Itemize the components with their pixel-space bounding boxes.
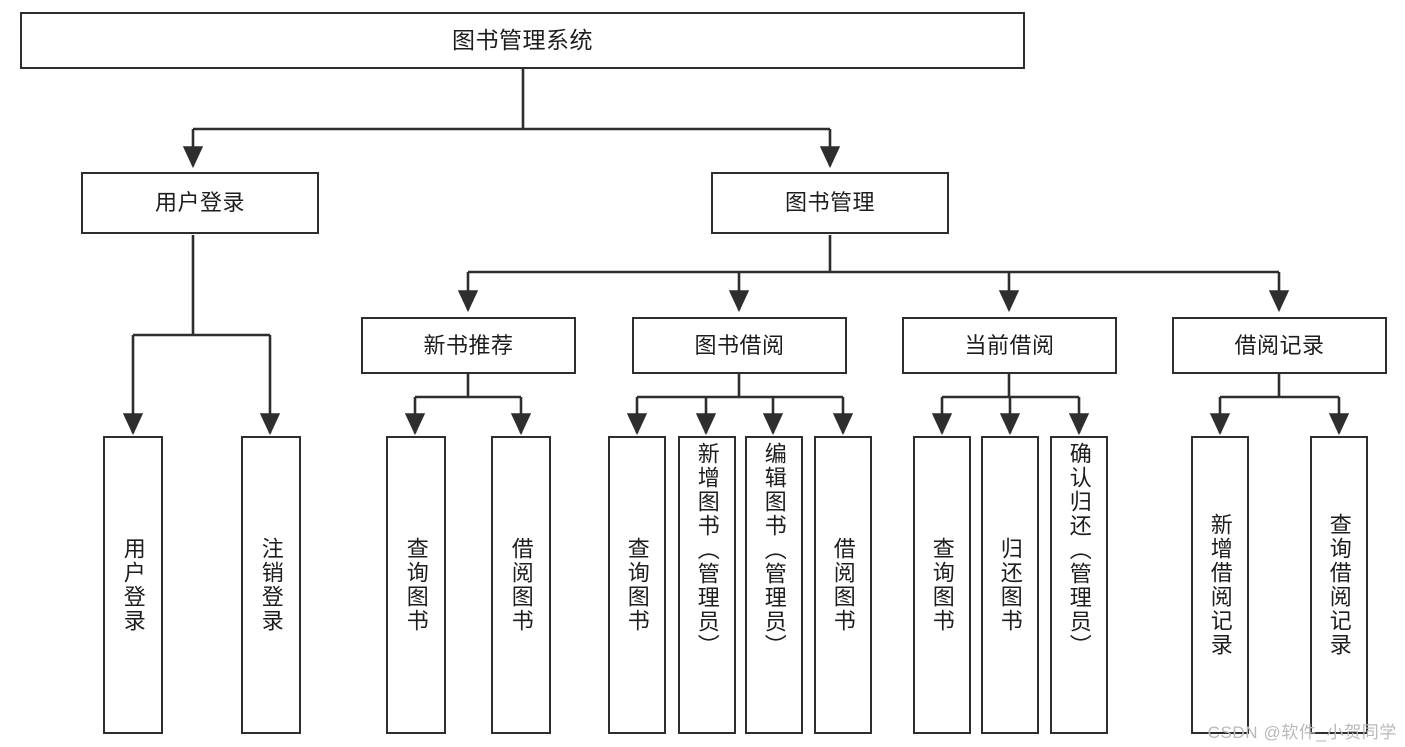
node-borrow-record[interactable]: 借阅记录 xyxy=(1172,317,1387,374)
leaf-user-login[interactable]: 用户登录 xyxy=(103,436,163,734)
leaf-query-book-3[interactable]: 查询图书 xyxy=(913,436,971,734)
leaf-query-record-label: 查询借阅记录 xyxy=(1326,513,1352,657)
leaf-query-book-2-label: 查询图书 xyxy=(624,537,650,633)
node-root[interactable]: 图书管理系统 xyxy=(20,12,1025,69)
leaf-edit-book-label: 编辑图书（管理员） xyxy=(761,442,787,658)
node-root-label: 图书管理系统 xyxy=(452,27,593,54)
node-user-login-label: 用户登录 xyxy=(154,190,245,216)
node-book-manage-label: 图书管理 xyxy=(784,190,875,216)
leaf-query-book-1-label: 查询图书 xyxy=(403,537,429,633)
leaf-add-record[interactable]: 新增借阅记录 xyxy=(1191,436,1249,734)
leaf-add-book-label: 新增图书（管理员） xyxy=(694,442,720,658)
leaf-query-record[interactable]: 查询借阅记录 xyxy=(1310,436,1368,734)
leaf-borrow-book-2-label: 借阅图书 xyxy=(830,537,856,633)
watermark: CSDN @软件_小贺同学 xyxy=(1207,723,1397,742)
node-user-login[interactable]: 用户登录 xyxy=(81,172,319,234)
leaf-confirm-return-label: 确认归还（管理员） xyxy=(1066,442,1092,658)
leaf-borrow-book-1[interactable]: 借阅图书 xyxy=(491,436,551,734)
leaf-query-book-2[interactable]: 查询图书 xyxy=(608,436,666,734)
node-book-borrow[interactable]: 图书借阅 xyxy=(632,317,847,374)
leaf-add-book[interactable]: 新增图书（管理员） xyxy=(678,436,736,734)
leaf-user-login-label: 用户登录 xyxy=(120,537,146,633)
node-new-book-recommend[interactable]: 新书推荐 xyxy=(361,317,576,374)
leaf-borrow-book-1-label: 借阅图书 xyxy=(508,537,534,633)
leaf-query-book-1[interactable]: 查询图书 xyxy=(386,436,446,734)
leaf-borrow-book-2[interactable]: 借阅图书 xyxy=(814,436,872,734)
leaf-query-book-3-label: 查询图书 xyxy=(929,537,955,633)
leaf-logout[interactable]: 注销登录 xyxy=(241,436,301,734)
leaf-logout-label: 注销登录 xyxy=(258,537,284,633)
node-new-book-recommend-label: 新书推荐 xyxy=(423,332,514,358)
node-current-borrow-label: 当前借阅 xyxy=(964,332,1055,358)
node-borrow-record-label: 借阅记录 xyxy=(1234,332,1325,358)
node-current-borrow[interactable]: 当前借阅 xyxy=(902,317,1117,374)
leaf-edit-book[interactable]: 编辑图书（管理员） xyxy=(745,436,803,734)
leaf-return-book[interactable]: 归还图书 xyxy=(981,436,1039,734)
node-book-borrow-label: 图书借阅 xyxy=(694,332,785,358)
node-book-manage[interactable]: 图书管理 xyxy=(711,172,949,234)
leaf-add-record-label: 新增借阅记录 xyxy=(1207,513,1233,657)
leaf-confirm-return[interactable]: 确认归还（管理员） xyxy=(1050,436,1108,734)
leaf-return-book-label: 归还图书 xyxy=(997,537,1023,633)
